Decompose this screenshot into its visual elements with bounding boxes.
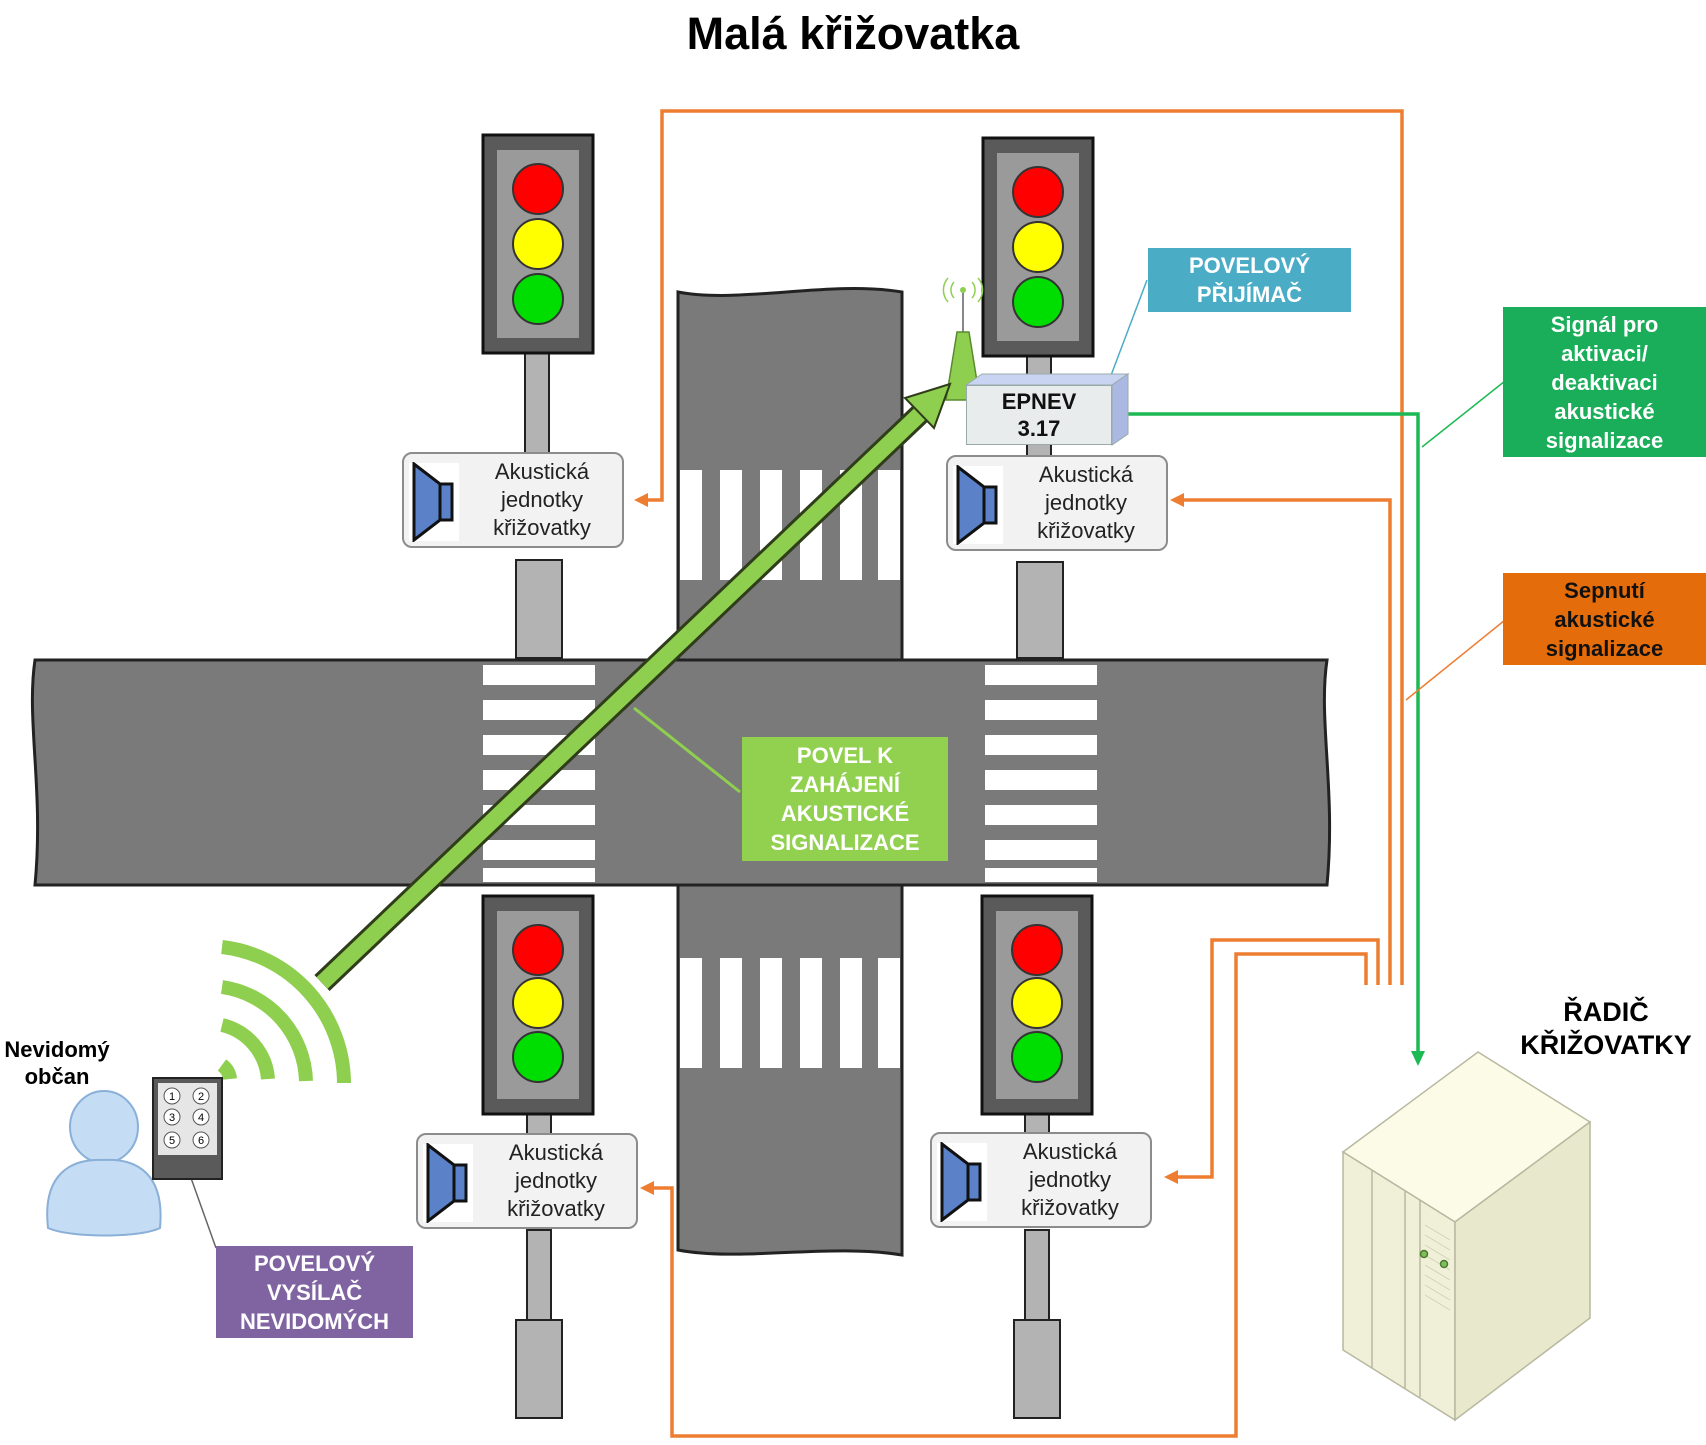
- transmitter-label: POVELOVÝ VYSÍLAČ NEVIDOMÝCH: [216, 1246, 413, 1338]
- signal-label: Signál pro aktivaci/ deaktivaci akustick…: [1503, 307, 1706, 457]
- traffic-light-bottom-right: [980, 894, 1094, 1116]
- controller-cabinet-icon: [1341, 1051, 1592, 1422]
- keypad-key-6: 6: [198, 1135, 204, 1147]
- crosswalk-right: [985, 665, 1097, 882]
- green-signal-arrowhead: [1411, 1051, 1425, 1066]
- pole-top-left: [515, 351, 563, 659]
- blind-person-icon: [46, 1090, 162, 1237]
- wire-bottom-right: [1176, 938, 1380, 1179]
- speaker-icon: [423, 1143, 473, 1223]
- wire-bottom-left: [652, 952, 1368, 1438]
- pole-bottom-left: [515, 1112, 563, 1419]
- controller-label: ŘADIČ KŘIŽOVATKY: [1520, 997, 1692, 1060]
- blind-citizen-label: Nevidomý občan: [4, 1037, 110, 1089]
- epnev-label: EPNEV 3.17: [966, 385, 1112, 445]
- keypad-key-1: 1: [169, 1091, 175, 1103]
- green-signal-wire: [1118, 412, 1420, 1052]
- wire-top-left: [646, 109, 1404, 985]
- traffic-light-top-left: [481, 133, 595, 355]
- keypad-device: 1 2 3 4 5 6: [152, 1077, 223, 1180]
- command-label: POVEL K ZAHÁJENÍ AKUSTICKÉ SIGNALIZACE: [742, 737, 948, 861]
- speaker-icon: [409, 462, 459, 542]
- receiver-label: POVELOVÝ PŘIJÍMAČ: [1148, 248, 1351, 312]
- switch-label: Sepnutí akustické signalizace: [1503, 573, 1706, 665]
- orange-arrowheads: [634, 493, 1184, 1195]
- crosswalk-bottom: [680, 958, 900, 1068]
- command-arrow: [314, 382, 952, 991]
- speaker-unit-label: Akustická jednotky křižovatky: [1037, 462, 1135, 543]
- wireless-waves-icon: [217, 940, 351, 1084]
- leader-lines: [190, 279, 1506, 1249]
- speaker-unit-label: Akustická jednotky křižovatky: [493, 459, 591, 540]
- keypad-key-5: 5: [169, 1135, 175, 1147]
- traffic-light-top-right: [981, 136, 1095, 358]
- epnev-box-3d: [964, 373, 1130, 446]
- page-title: Malá křižovatka: [686, 8, 1020, 59]
- wire-top-right: [1182, 498, 1392, 985]
- traffic-light-bottom-left: [481, 894, 595, 1116]
- speaker-unit-label: Akustická jednotky křižovatky: [1021, 1139, 1119, 1220]
- speaker-unit-top-left: Akustická jednotky křižovatky: [402, 452, 624, 548]
- orange-wiring: [646, 109, 1404, 1438]
- speaker-unit-bottom-left: Akustická jednotky křižovatky: [416, 1133, 638, 1229]
- keypad-key-3: 3: [169, 1112, 175, 1124]
- keypad-key-4: 4: [198, 1112, 204, 1124]
- speaker-unit-bottom-right: Akustická jednotky křižovatky: [930, 1132, 1152, 1228]
- speaker-icon: [953, 465, 1003, 545]
- speaker-icon: [937, 1142, 987, 1222]
- speaker-unit-label: Akustická jednotky křižovatky: [507, 1140, 605, 1221]
- keypad-key-2: 2: [198, 1091, 204, 1103]
- speaker-unit-top-right: Akustická jednotky křižovatky: [946, 455, 1168, 551]
